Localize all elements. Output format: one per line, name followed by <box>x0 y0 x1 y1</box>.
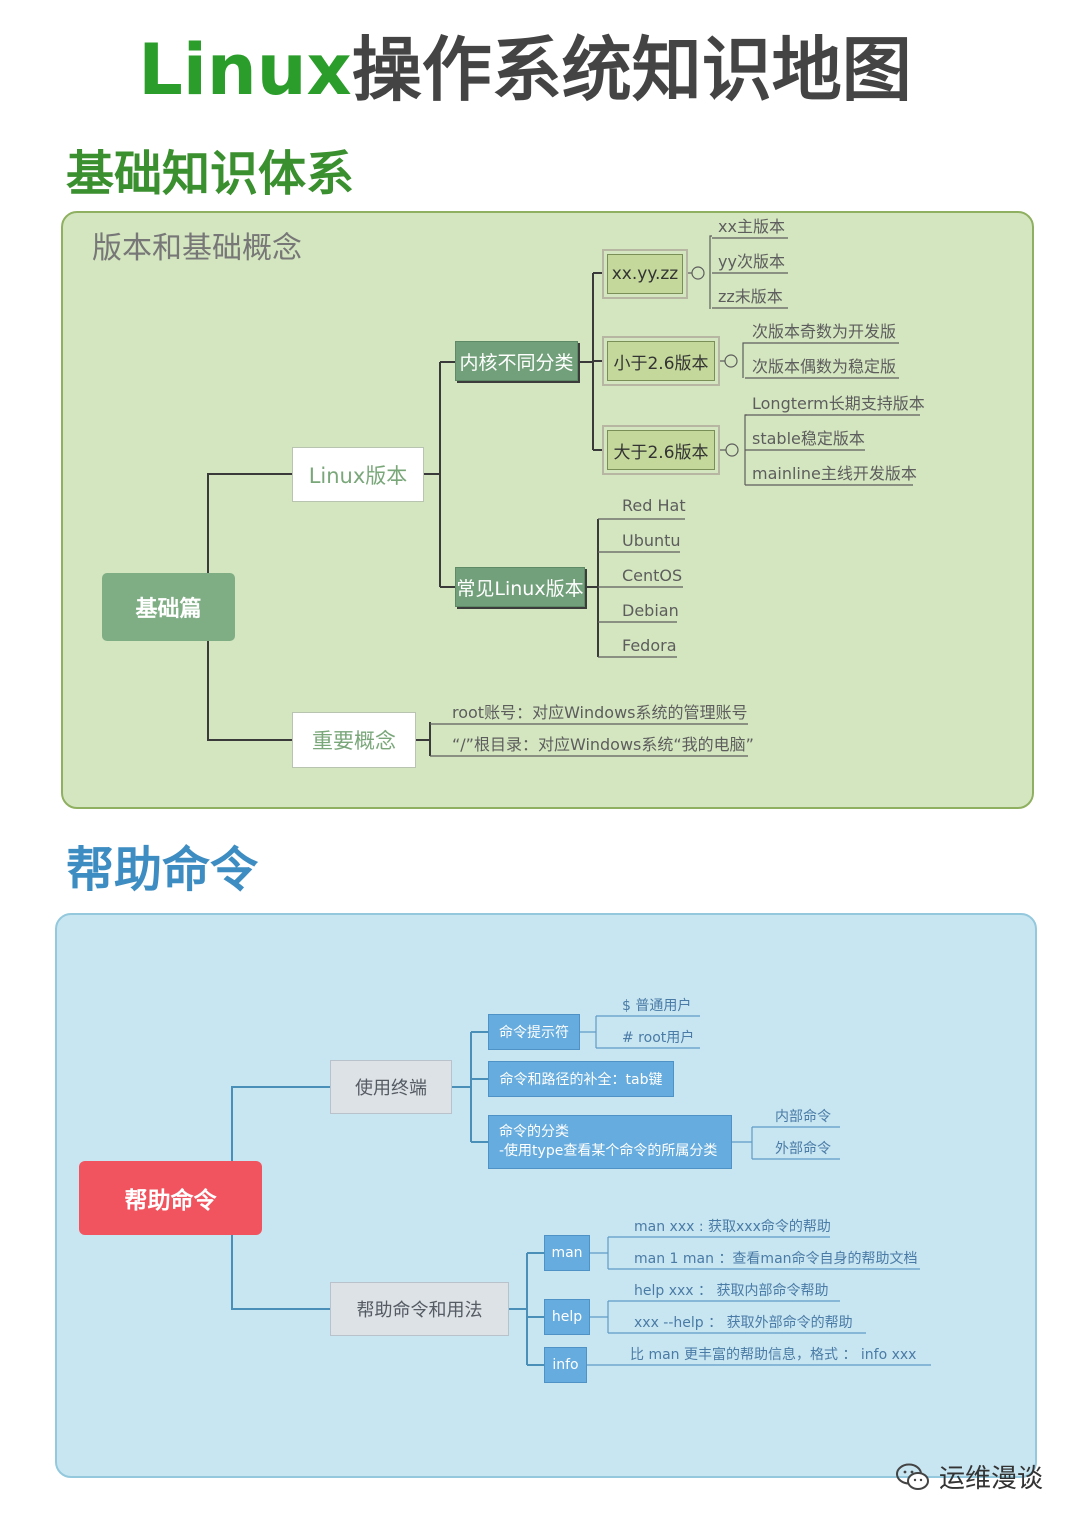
watermark: 运维漫谈 <box>895 1458 1043 1495</box>
distro-redhat-leaf: Red Hat <box>622 496 686 515</box>
concept-slash-leaf: “/”根目录：对应Windows系统“我的电脑” <box>452 735 754 754</box>
prompt-node[interactable]: 命令提示符 <box>488 1014 580 1050</box>
section2-leaf-lines <box>580 1015 931 1366</box>
distro-debian-leaf: Debian <box>622 601 679 620</box>
watermark-text: 运维漫谈 <box>939 1464 1044 1494</box>
completion-node[interactable]: 命令和路径的补全：tab键 <box>488 1061 674 1097</box>
ver-xxyyzz-node[interactable]: xx.yy.zz <box>602 249 688 299</box>
ver-gt26-node[interactable]: 大于2.6版本 <box>602 425 720 475</box>
man-1-man-leaf: man 1 man ：查看man命令自身的帮助文档 <box>634 1251 918 1267</box>
concepts-node[interactable]: 重要概念 <box>292 712 416 768</box>
info-leaf: 比 man 更丰富的帮助信息，格式 ： info xxx <box>630 1347 917 1363</box>
section1-leaf-lines <box>430 235 920 757</box>
help-xxx-leaf: help xxx ： 获取内部命令帮助 <box>634 1283 829 1299</box>
ver-odd-dev-leaf: 次版本奇数为开发版 <box>752 322 897 341</box>
external-cmd-leaf: 外部命令 <box>775 1141 831 1157</box>
man-xxx-leaf: man xxx : 获取xxx命令的帮助 <box>634 1219 831 1235</box>
help-root-node[interactable]: 帮助命令 <box>79 1161 262 1235</box>
linux-version-node[interactable]: Linux版本 <box>292 447 424 502</box>
section1-panel <box>61 211 1034 809</box>
longterm-leaf: Longterm长期支持版本 <box>752 394 925 413</box>
title-cjk: 操作系统知识地图 <box>351 29 912 111</box>
wechat-icon <box>895 1462 931 1492</box>
prompt-user-leaf: $ 普通用户 <box>622 998 692 1014</box>
classify-line1: 命令的分类 <box>499 1124 569 1140</box>
classify-node[interactable]: 命令的分类 -使用type查看某个命令的所属分类 <box>488 1115 732 1169</box>
man-node[interactable]: man <box>544 1235 590 1271</box>
basics-root-node[interactable]: 基础篇 <box>102 573 235 641</box>
help-node[interactable]: help <box>544 1299 590 1335</box>
page-title: Linux操作系统知识地图 <box>0 28 1050 112</box>
mainline-leaf: mainline主线开发版本 <box>752 464 917 483</box>
section1-title: 基础知识体系 <box>66 146 355 202</box>
xxx-help-leaf: xxx --help ： 获取外部命令的帮助 <box>634 1315 853 1331</box>
kernel-types-node[interactable]: 内核不同分类 <box>455 341 578 381</box>
title-latin: Linux <box>138 29 352 111</box>
classify-line2: -使用type查看某个命令的所属分类 <box>499 1143 718 1159</box>
help-usage-node[interactable]: 帮助命令和用法 <box>330 1282 509 1336</box>
ver-patch-leaf: zz末版本 <box>718 287 783 306</box>
section2-title: 帮助命令 <box>66 842 259 898</box>
common-distros-node[interactable]: 常见Linux版本 <box>455 567 585 607</box>
ver-even-stable-leaf: 次版本偶数为稳定版 <box>752 357 897 376</box>
concept-root-leaf: root账号：对应Windows系统的管理账号 <box>452 703 748 722</box>
stable-leaf: stable稳定版本 <box>752 429 865 448</box>
internal-cmd-leaf: 内部命令 <box>775 1109 831 1125</box>
info-node[interactable]: info <box>544 1347 587 1383</box>
section1-panel-title: 版本和基础概念 <box>92 231 302 266</box>
distro-centos-leaf: CentOS <box>622 566 683 585</box>
section2-connectors <box>231 1031 544 1366</box>
ver-major-leaf: xx主版本 <box>718 217 785 236</box>
distro-fedora-leaf: Fedora <box>622 636 677 655</box>
ver-lt26-node[interactable]: 小于2.6版本 <box>602 336 720 386</box>
ver-minor-leaf: yy次版本 <box>718 252 785 271</box>
distro-ubuntu-leaf: Ubuntu <box>622 531 681 550</box>
use-terminal-node[interactable]: 使用终端 <box>330 1060 452 1114</box>
prompt-root-leaf: # root用户 <box>622 1030 695 1046</box>
